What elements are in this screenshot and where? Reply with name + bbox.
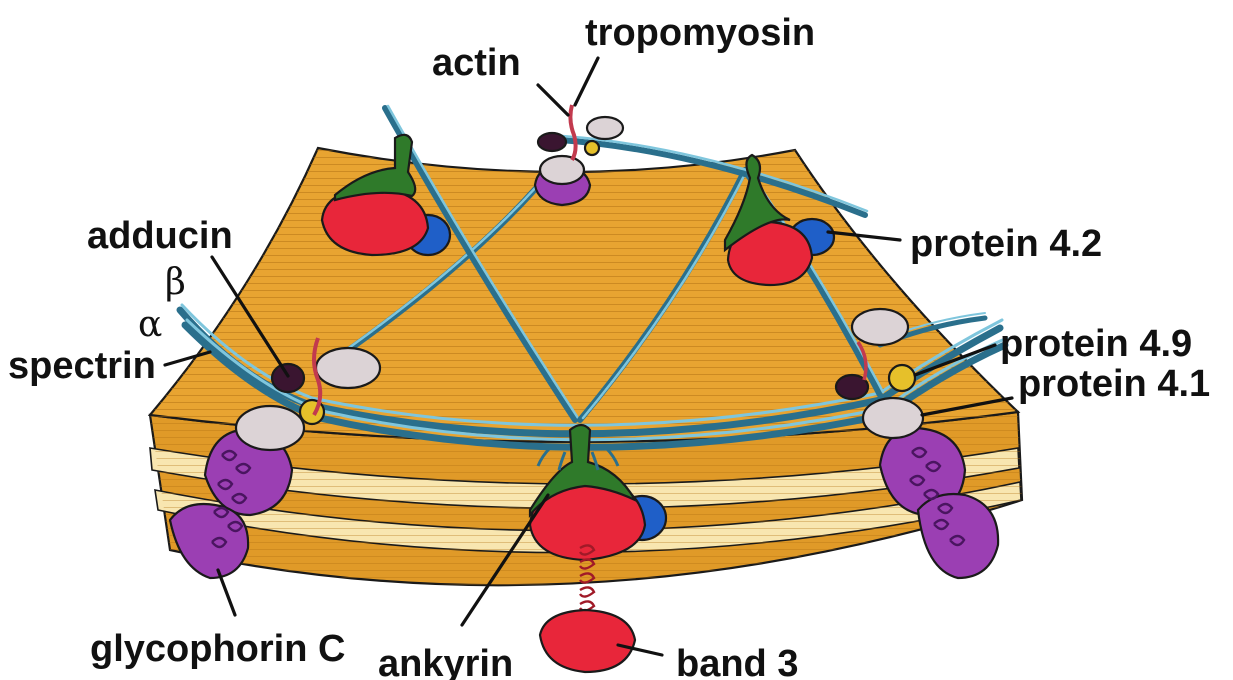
protein-4-1-blob <box>236 406 304 450</box>
protein-4-1-blob <box>863 398 923 438</box>
adducin-blob <box>272 364 304 392</box>
label-glycophorin-c: glycophorin C <box>90 628 345 670</box>
leader-actin <box>538 85 568 115</box>
label-beta: β <box>165 262 186 303</box>
protein-4-1-blob <box>587 117 623 139</box>
label-ankyrin: ankyrin <box>378 643 513 680</box>
label-tropomyosin: tropomyosin <box>585 12 815 54</box>
label-band-3: band 3 <box>676 643 798 680</box>
leader-glycophorin-c <box>218 570 235 615</box>
protein-4-1-blob <box>540 156 584 184</box>
adducin-blob <box>538 133 566 151</box>
label-spectrin: spectrin <box>8 345 156 387</box>
label-actin: actin <box>432 42 521 84</box>
protein-4-1-blob <box>316 348 380 388</box>
protein-4-9-blob <box>889 365 915 391</box>
leader-tropomyosin <box>575 58 598 105</box>
label-protein-4-9: protein 4.9 <box>1000 323 1192 365</box>
protein-4-9-blob <box>585 141 599 155</box>
label-alpha: α <box>138 304 162 345</box>
actin-filament <box>570 105 575 160</box>
protein-4-1-blob <box>852 309 908 345</box>
label-protein-4-1: protein 4.1 <box>1018 363 1210 405</box>
band-3-lower-blob <box>540 610 635 672</box>
glycophorin-c-blob <box>170 504 248 578</box>
label-adducin: adducin <box>87 215 233 257</box>
label-protein-4-2: protein 4.2 <box>910 223 1102 265</box>
